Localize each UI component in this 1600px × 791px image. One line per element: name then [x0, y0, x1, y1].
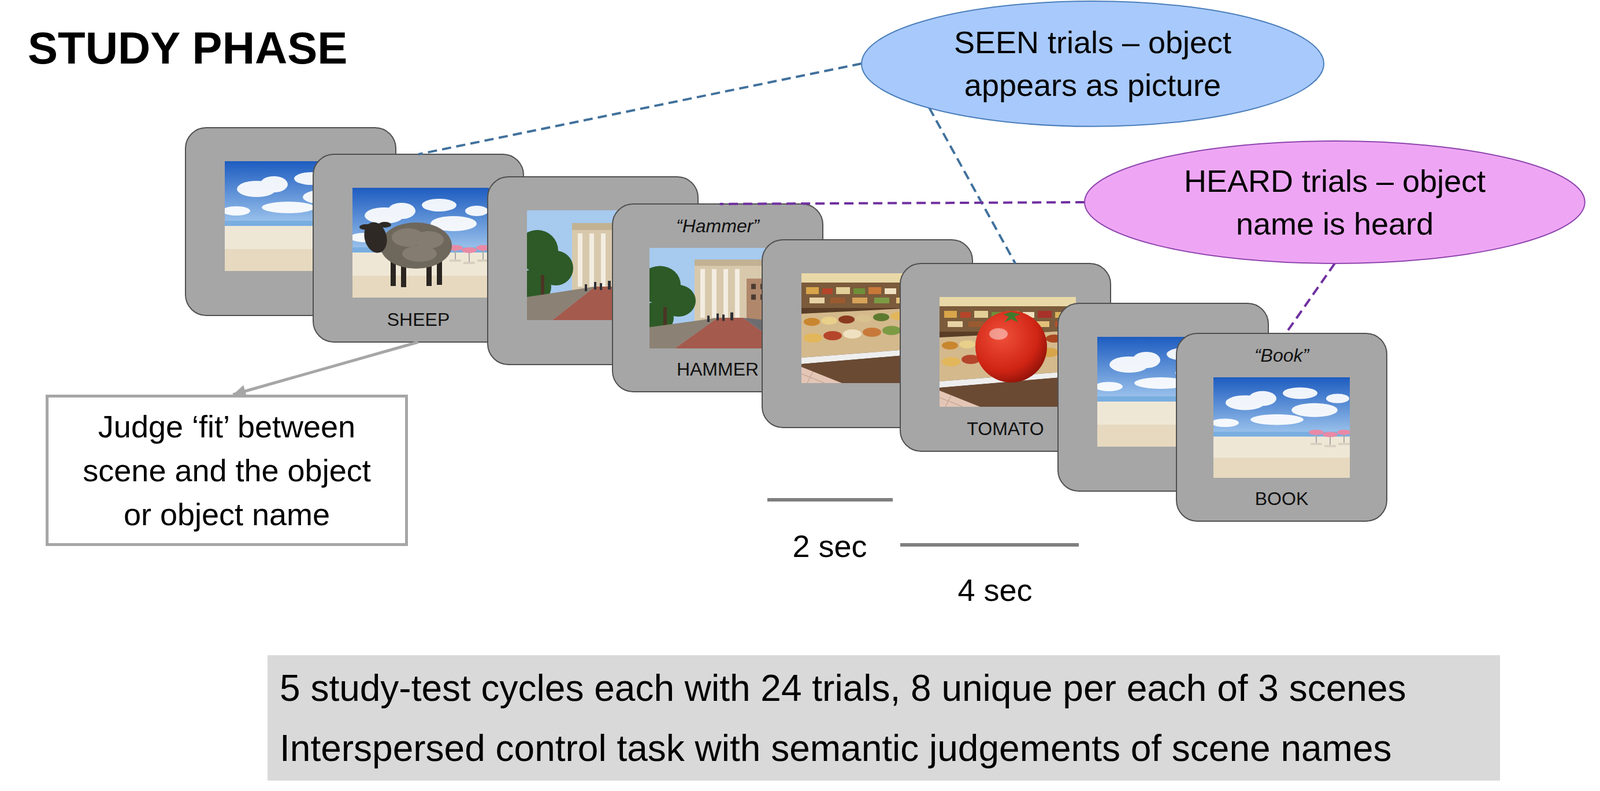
trial-card: “Hammer” HAMMER [612, 203, 823, 392]
trial-card: “Book” BOOK [1176, 333, 1387, 522]
ellipse-shape [1084, 140, 1585, 264]
summary-band: 5 study-test cycles each with 24 trials,… [267, 655, 1501, 781]
card-caption: TOMATO [966, 417, 1044, 441]
trial-card: SHEEP [313, 154, 524, 343]
ellipse-outline [1083, 139, 1587, 265]
dashed-leader [929, 108, 1016, 264]
beach-scene [350, 187, 490, 298]
beach-scene [1211, 377, 1351, 478]
timing-bar [900, 543, 1079, 547]
tomato-picture [975, 310, 1048, 383]
arrow-connector [232, 342, 419, 395]
callout-text: Judge ‘fit’ between scene and the object… [71, 404, 382, 537]
sheep-picture [359, 219, 452, 288]
card-caption: “Book” [1254, 343, 1309, 367]
trial-card: TOMATO [900, 263, 1111, 452]
timing-label: 4 sec [957, 572, 1032, 608]
card-caption: “Hammer” [676, 214, 760, 238]
callout-text: HEARD trials – object name is heard [1172, 159, 1497, 245]
timing-bar [767, 498, 893, 502]
card-caption: SHEEP [387, 307, 450, 332]
card-caption: BOOK [1255, 487, 1309, 511]
card-caption: HAMMER [676, 357, 759, 381]
callout-text: 5 study-test cycles each with 24 trials,… [279, 658, 1488, 719]
heard-callout: HEARD trials – object name is heard [1083, 139, 1587, 265]
timing-label: 2 sec [792, 528, 867, 564]
diagram-title: STUDY PHASE [27, 21, 348, 75]
ellipse-outline [860, 0, 1325, 128]
scene-card [1176, 333, 1387, 522]
ellipse-shape [861, 1, 1324, 127]
deli-scene [939, 297, 1078, 407]
callout-text: Interspersed control task with semantic … [279, 718, 1488, 779]
dashed-leader [418, 63, 862, 155]
callout-text: SEEN trials – object appears as picture [939, 20, 1246, 107]
dashed-leader [1285, 263, 1335, 334]
dashed-leader [719, 202, 1085, 204]
seen-callout: SEEN trials – object appears as picture [860, 0, 1325, 128]
instruction-box: Judge ‘fit’ between scene and the object… [45, 394, 408, 547]
